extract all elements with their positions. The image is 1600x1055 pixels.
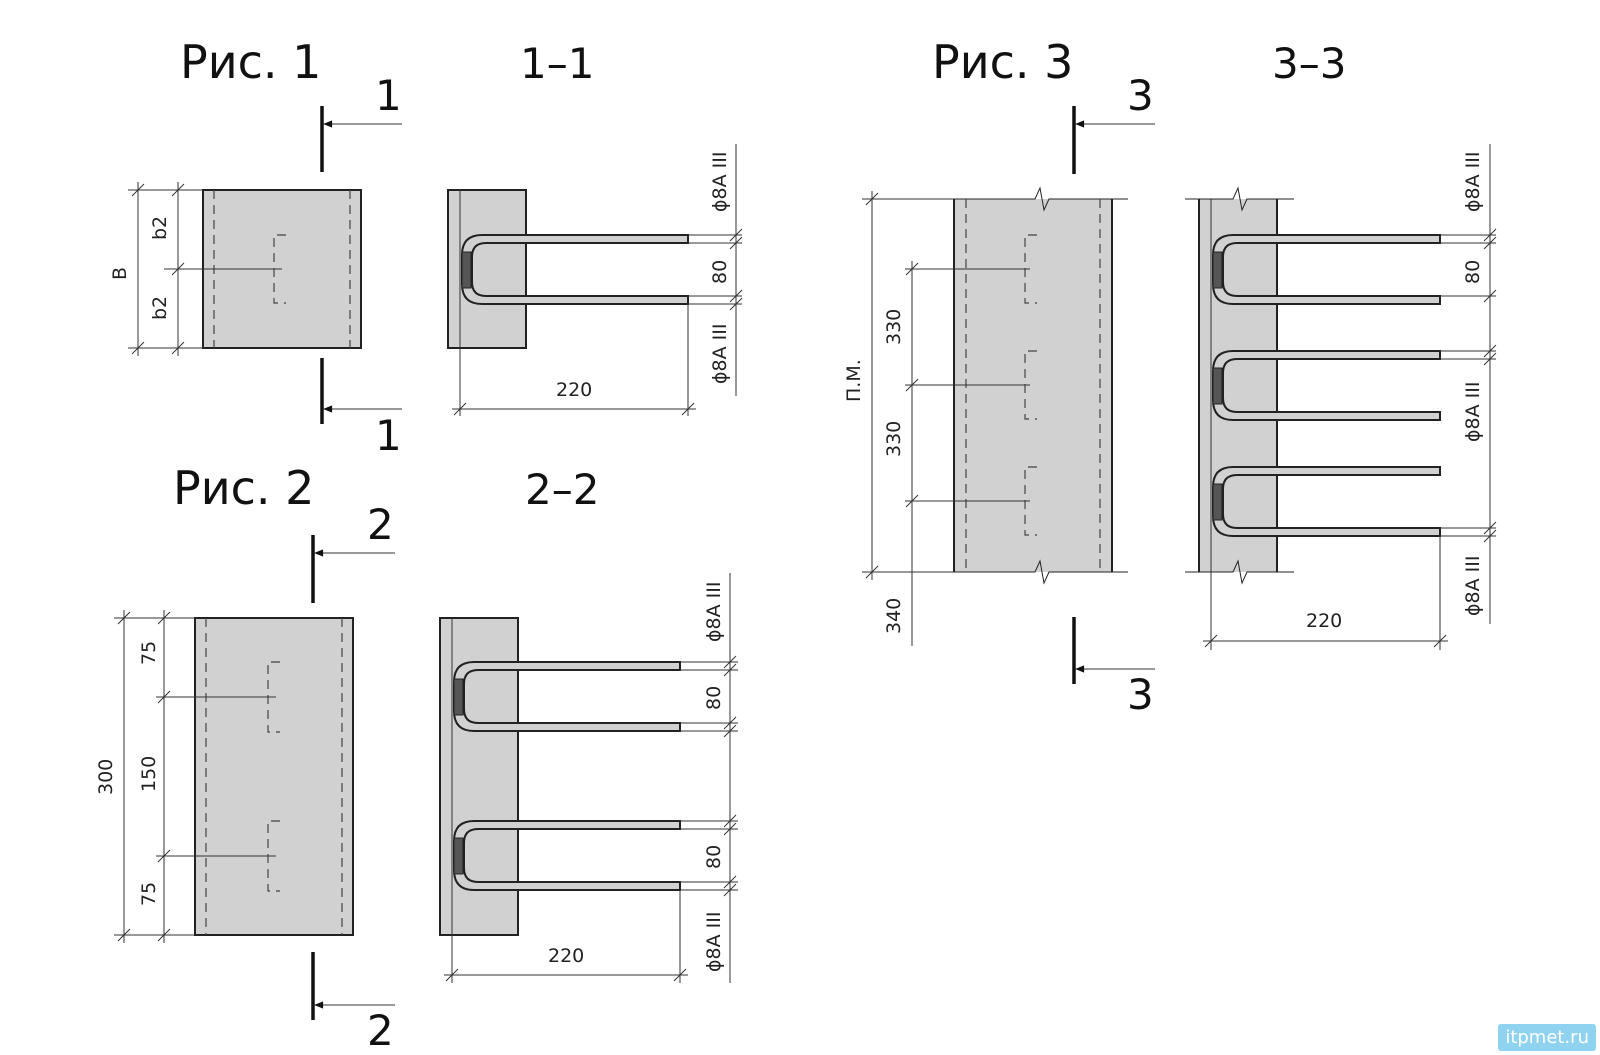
- fig2-weld-top: [453, 678, 464, 716]
- fig2-dim-75-bottom: 75: [138, 882, 160, 906]
- fig1-dim-b: В: [109, 267, 131, 280]
- watermark-badge: itpmet.ru: [1498, 1024, 1596, 1051]
- fig3-dim-330-bottom: 330: [883, 421, 905, 457]
- figure-3: Рис. 3 3–3 3 3: [843, 35, 1497, 719]
- fig2-rebar-label-bottom: ϕ8А III: [703, 912, 725, 972]
- fig2-plate: [194, 617, 354, 936]
- fig2-dim-80-top: 80: [703, 686, 725, 710]
- fig2-dim-150: 150: [138, 756, 160, 792]
- fig2-rebar-label-top: ϕ8А III: [703, 582, 725, 642]
- fig3-title: Рис. 3: [932, 35, 1073, 89]
- fig3-cut-label-bottom: 3: [1127, 670, 1154, 719]
- fig1-section-title: 1–1: [520, 39, 594, 88]
- fig1-rebar-label-top: ϕ8А III: [709, 152, 731, 212]
- fig1-dim-b2-top: b2: [149, 216, 171, 240]
- fig3-dim-220: 220: [1306, 610, 1342, 632]
- fig2-cut-mark-top: 2: [311, 500, 395, 603]
- fig2-dim-75-top: 75: [138, 641, 160, 665]
- figure-2: Рис. 2 2–2 2 2 300 75 150 75: [95, 461, 738, 1055]
- fig3-dim-340: 340: [883, 598, 905, 634]
- fig3-section-break-top: [1185, 186, 1294, 212]
- fig3-cut-mark-top: 3: [1072, 71, 1155, 174]
- fig3-dim-pm: П.М.: [843, 359, 865, 402]
- fig3-weld-2: [1212, 367, 1223, 405]
- fig2-cut-label-bottom: 2: [367, 1006, 394, 1055]
- fig3-weld-1: [1212, 251, 1223, 289]
- fig1-cut-mark-top: 1: [320, 71, 402, 172]
- fig3-cut-mark-bottom: 3: [1072, 617, 1155, 719]
- fig2-weld-bottom: [453, 837, 464, 875]
- fig3-dim-330-top: 330: [883, 309, 905, 345]
- fig2-title: Рис. 2: [173, 461, 314, 515]
- fig2-cut-mark-bottom: 2: [311, 952, 395, 1055]
- fig3-dim-80: 80: [1462, 260, 1484, 284]
- fig1-dim-80: 80: [709, 260, 731, 284]
- fig2-section-title: 2–2: [525, 465, 599, 514]
- fig3-rebar-label-middle: ϕ8А III: [1462, 382, 1484, 442]
- fig3-rebar-loop-2: [1212, 350, 1441, 421]
- fig1-cut-label-bottom: 1: [375, 411, 402, 460]
- fig3-break-line-top: [940, 186, 1128, 212]
- fig3-rebar-label-bottom: ϕ8А III: [1462, 556, 1484, 616]
- fig2-dim-220: 220: [548, 945, 584, 967]
- fig2-dim-80-bottom: 80: [703, 845, 725, 869]
- fig1-cut-label-top: 1: [375, 71, 402, 120]
- fig3-rebar-label-top: ϕ8А III: [1462, 152, 1484, 212]
- fig3-break-line-bottom: [940, 559, 1128, 585]
- figure-1: Рис. 1 1–1 1 1 В b2 b2: [109, 35, 743, 460]
- fig2-cut-label-top: 2: [367, 500, 394, 549]
- fig1-title: Рис. 1: [180, 35, 321, 89]
- fig3-cut-label-top: 3: [1127, 71, 1154, 120]
- fig1-cut-mark-bottom: 1: [320, 358, 402, 460]
- fig3-weld-3: [1212, 483, 1223, 521]
- fig3-section-title: 3–3: [1272, 39, 1346, 88]
- fig1-rebar-label-bottom: ϕ8А III: [709, 324, 731, 384]
- fig2-dim-300: 300: [95, 759, 117, 795]
- fig1-weld: [461, 251, 472, 289]
- fig1-dim-220: 220: [556, 379, 592, 401]
- fig1-dim-b2-bottom: b2: [149, 296, 171, 320]
- fig3-section-break-bottom: [1185, 559, 1294, 585]
